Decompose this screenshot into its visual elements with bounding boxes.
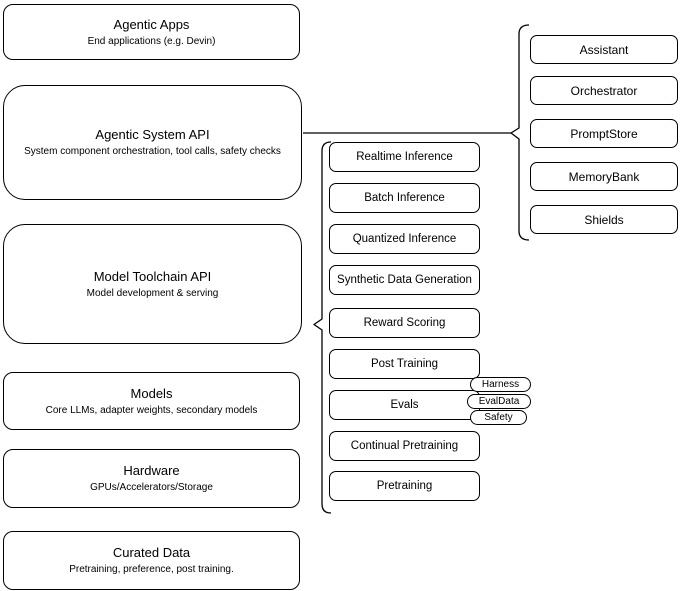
node-model-toolchain-api: Model Toolchain API Model development & … <box>3 224 302 344</box>
node-subtitle: Core LLMs, adapter weights, secondary mo… <box>45 404 258 416</box>
node-pretraining: Pretraining <box>329 471 480 501</box>
node-subtitle: End applications (e.g. Devin) <box>87 35 216 47</box>
tag-safety: Safety <box>470 410 527 425</box>
node-quantized-inference: Quantized Inference <box>329 224 480 254</box>
tag-harness: Harness <box>470 377 531 392</box>
node-promptstore: PromptStore <box>530 119 678 148</box>
node-hardware: Hardware GPUs/Accelerators/Storage <box>3 449 300 508</box>
node-post-training: Post Training <box>329 349 480 379</box>
node-memorybank: MemoryBank <box>530 162 678 191</box>
node-realtime-inference: Realtime Inference <box>329 142 480 172</box>
node-subtitle: GPUs/Accelerators/Storage <box>90 482 213 493</box>
node-assistant: Assistant <box>530 35 678 64</box>
node-continual-pretraining: Continual Pretraining <box>329 431 480 461</box>
system-components-bracket <box>510 24 530 241</box>
node-shields: Shields <box>530 205 678 234</box>
node-curated-data: Curated Data Pretraining, preference, po… <box>3 531 300 590</box>
toolchain-bracket <box>313 141 332 514</box>
node-batch-inference: Batch Inference <box>329 183 480 213</box>
node-title: Agentic System API <box>95 127 210 142</box>
node-subtitle: Pretraining, preference, post training. <box>69 564 234 575</box>
node-models: Models Core LLMs, adapter weights, secon… <box>3 372 300 430</box>
node-evals: Evals <box>329 390 480 420</box>
node-subtitle: Model development & serving <box>86 287 219 299</box>
node-synthetic-data-generation: Synthetic Data Generation <box>329 265 480 295</box>
node-orchestrator: Orchestrator <box>530 76 678 105</box>
node-title: Hardware <box>123 463 180 478</box>
node-title: Model Toolchain API <box>93 268 212 284</box>
tag-evaldata: EvalData <box>467 394 531 409</box>
node-title: Curated Data <box>112 545 191 560</box>
node-agentic-system-api: Agentic System API System component orch… <box>3 85 302 200</box>
node-title: Agentic Apps <box>113 16 190 32</box>
node-title: Models <box>130 385 173 401</box>
node-subtitle: System component orchestration, tool cal… <box>24 146 281 157</box>
node-agentic-apps: Agentic Apps End applications (e.g. Devi… <box>3 4 300 60</box>
node-reward-scoring: Reward Scoring <box>329 308 480 338</box>
